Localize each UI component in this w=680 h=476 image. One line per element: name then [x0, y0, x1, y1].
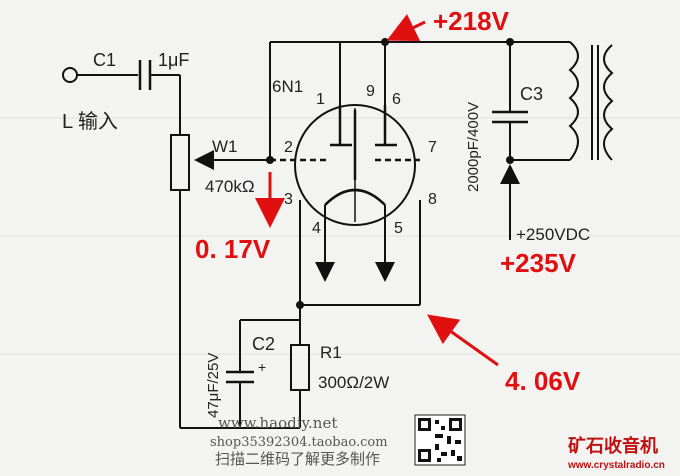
- c2-label: C2: [252, 334, 275, 354]
- c1-capacitor: [138, 60, 152, 90]
- pin4-label: 4: [312, 220, 321, 237]
- c3-label: C3: [520, 84, 543, 104]
- tube-6n1-envelope: [294, 104, 416, 226]
- pin8-label: 8: [428, 191, 437, 208]
- plate-voltage-label: +218V: [433, 6, 510, 36]
- c1-value: 1μF: [158, 50, 189, 70]
- c2-plus: +: [258, 359, 266, 375]
- r1-label: R1: [320, 343, 342, 362]
- w1-label: W1: [212, 137, 238, 156]
- output-transformer: [510, 41, 614, 161]
- watermark-scan-text: 扫描二维码了解更多制作: [215, 450, 380, 468]
- tube-label: 6N1: [272, 77, 303, 96]
- pin9-label: 9: [366, 83, 375, 100]
- watermark-shop: shop35392304.taobao.com: [210, 435, 388, 450]
- cathode-voltage-arrow: [427, 314, 499, 367]
- c3-value: 2000pF/400V: [465, 102, 482, 192]
- plate-voltage-arrow: [386, 14, 426, 42]
- c2-value: 47μF/25V: [205, 353, 222, 418]
- pin2-label: 2: [284, 139, 293, 156]
- cathode-voltage-label: 4. 06V: [505, 366, 581, 396]
- input-terminal: [62, 67, 78, 83]
- pin6-label: 6: [392, 91, 401, 108]
- brand-logo-text: 矿石收音机: [568, 435, 658, 456]
- w1-potentiometer: [170, 134, 190, 191]
- c2-capacitor: [226, 370, 254, 384]
- input-label: L 输入: [62, 110, 118, 133]
- w1-value: 470kΩ: [205, 177, 255, 196]
- c1-label: C1: [93, 50, 116, 70]
- plate-node: [381, 38, 389, 46]
- r1-value: 300Ω/2W: [318, 373, 389, 392]
- pin3-label: 3: [284, 191, 293, 208]
- brand-url: www.crystalradio.cn: [567, 460, 665, 471]
- cathode-wiring: [299, 200, 421, 306]
- r1-resistor: [290, 344, 310, 391]
- c3-capacitor: [492, 110, 528, 124]
- qr-code: [414, 414, 466, 466]
- pin1-label: 1: [316, 91, 325, 108]
- pin5-label: 5: [394, 220, 403, 237]
- watermark-site: www.haodiy.net: [218, 414, 337, 432]
- supply-label: +250VDC: [516, 225, 590, 244]
- supply-measured-label: +235V: [500, 248, 577, 278]
- pin7-label: 7: [428, 139, 437, 156]
- grid-voltage-label: 0. 17V: [195, 234, 271, 264]
